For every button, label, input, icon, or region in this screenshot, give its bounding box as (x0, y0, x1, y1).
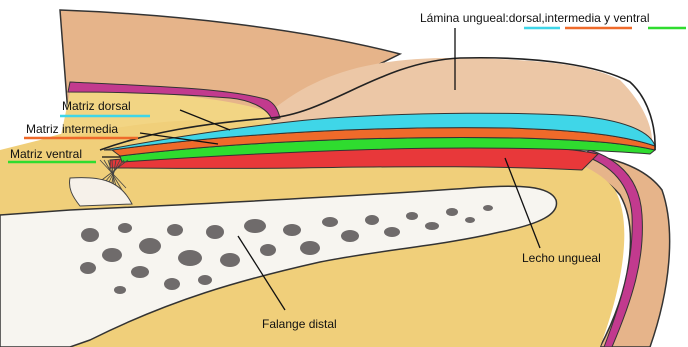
lamina-intermedia: intermedia (545, 11, 601, 25)
matriz-ventral-label: Matriz ventral (10, 147, 82, 161)
lamina-sep2: y (601, 11, 614, 25)
matriz-intermedia-label: Matriz intermedia (26, 122, 118, 136)
lamina-ungueal-label: Lámina ungueal:dorsal,intermedia y ventr… (420, 11, 650, 25)
falange-distal-label: Falange distal (262, 317, 337, 331)
lamina-prefix: Lámina ungueal: (420, 11, 509, 25)
matriz-dorsal-label: Matriz dorsal (62, 99, 131, 113)
lecho-ungueal-label: Lecho ungueal (522, 251, 601, 265)
lamina-dorsal: dorsal (509, 11, 542, 25)
lamina-ventral: ventral (613, 11, 649, 25)
